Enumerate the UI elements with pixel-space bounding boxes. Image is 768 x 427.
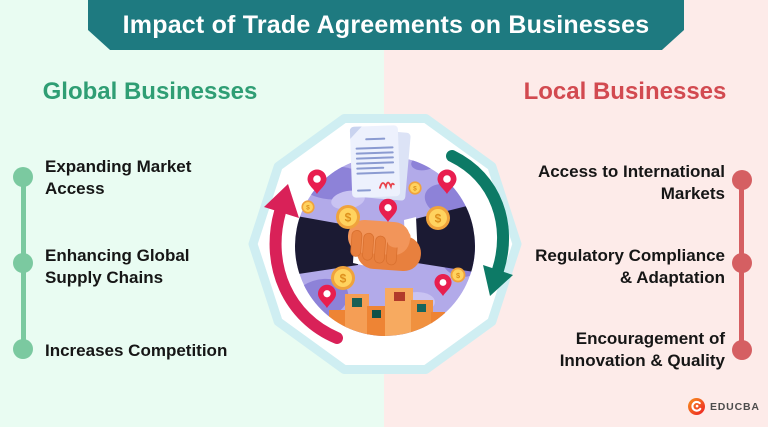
location-pin-icon	[307, 169, 457, 308]
down-arrow-icon	[446, 150, 513, 296]
left-timeline-dot	[13, 253, 33, 273]
handshake-icon	[295, 201, 475, 276]
page-title: Impact of Trade Agreements on Businesses	[122, 10, 650, 39]
svg-text:$: $	[345, 211, 352, 225]
list-item: Enhancing Global Supply Chains	[45, 246, 190, 287]
educba-icon	[688, 398, 705, 415]
svg-text:$: $	[456, 271, 461, 280]
left-timeline-dot	[13, 339, 33, 359]
list-item: Increases Competition	[45, 341, 228, 360]
right-section-heading: Local Businesses	[523, 78, 727, 105]
right-timeline-dot	[732, 340, 752, 360]
right-timeline-dot	[732, 253, 752, 273]
svg-text:$: $	[306, 204, 310, 211]
svg-text:$: $	[340, 272, 347, 286]
right-timeline-dot	[732, 170, 752, 190]
list-item: Access to International Markets	[537, 162, 725, 203]
left-section-heading: Global Businesses	[42, 78, 258, 105]
svg-text:$: $	[413, 185, 417, 192]
brand-name: EDUCBA	[710, 400, 760, 413]
title-banner: Impact of Trade Agreements on Businesses	[88, 0, 684, 50]
list-item: Encouragement of Innovation & Quality	[559, 329, 725, 370]
brand-logo: EDUCBA	[688, 398, 760, 415]
handshake-globe-illustration: $ $ $ $ $ $	[248, 114, 522, 374]
svg-text:$: $	[435, 212, 442, 226]
list-item: Regulatory Compliance & Adaptation	[535, 246, 725, 287]
list-item: Expanding Market Access	[45, 157, 192, 198]
dollar-coin-icon: $ $ $ $ $ $	[301, 181, 466, 290]
contract-document-icon	[349, 125, 411, 201]
up-arrow-icon	[264, 184, 343, 344]
left-timeline-dot	[13, 167, 33, 187]
